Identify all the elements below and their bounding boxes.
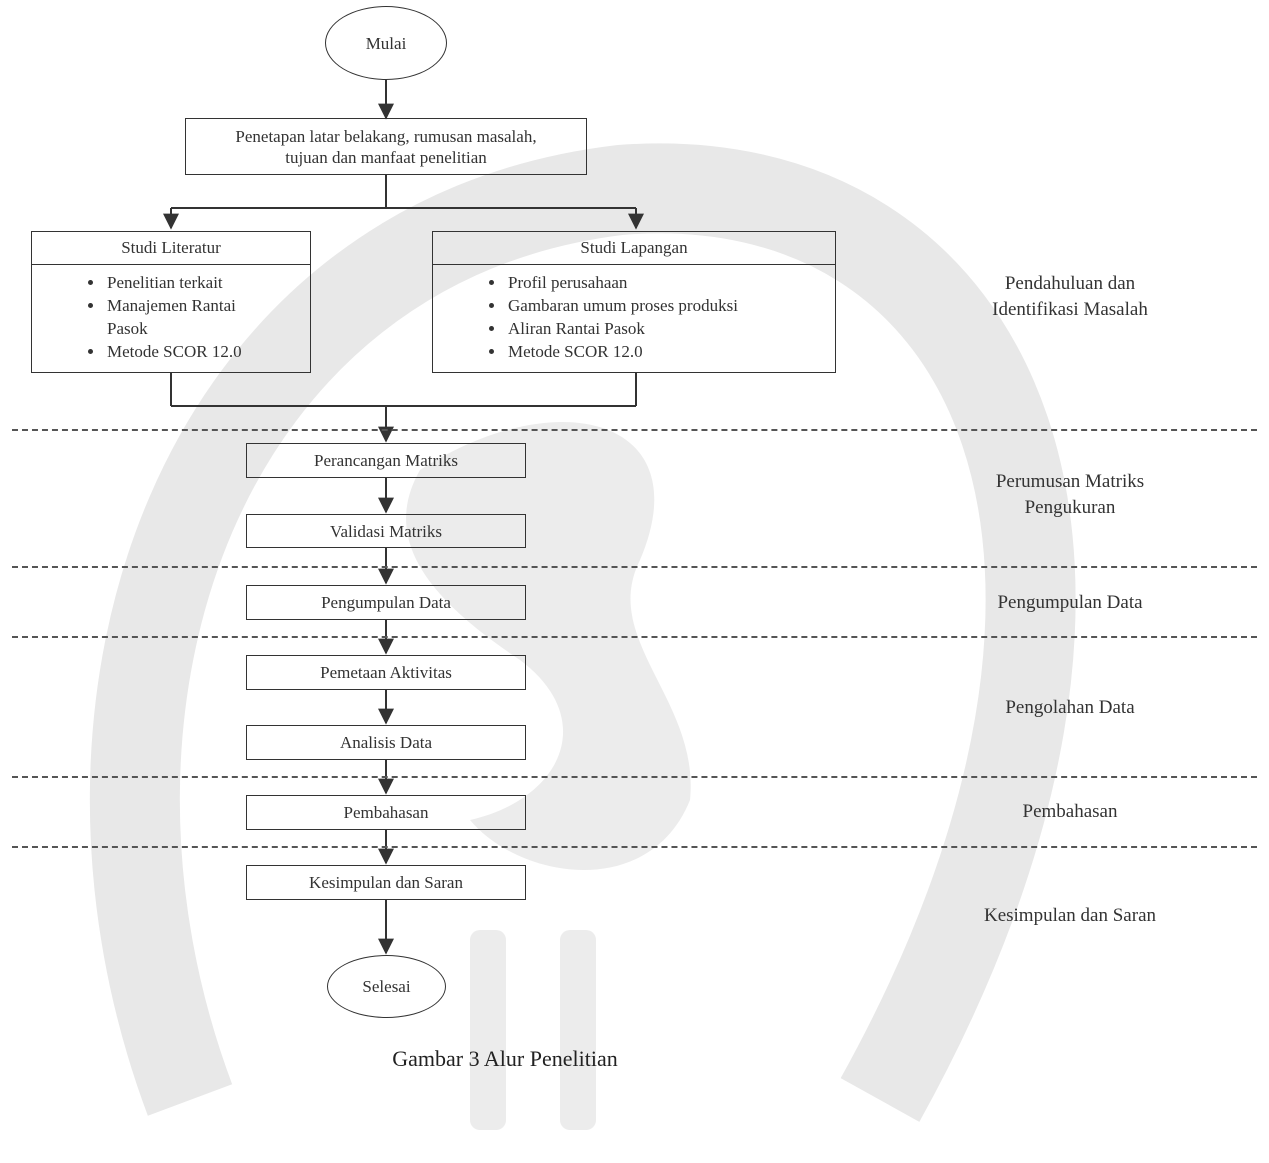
field-study-item: Aliran Rantai Pasok [506,317,835,340]
phase-label-processing: Pengolahan Data [1005,697,1135,718]
phase-matrix-line1: Perumusan Matriks [995,471,1145,492]
field-study-item: Profil perusahaan [506,271,835,294]
phase-divider-1 [12,429,1257,431]
field-study-list: Profil perusahaan Gambaran umum proses p… [433,271,835,363]
figure-caption: Gambar 3 Alur Penelitian [392,1046,618,1071]
discussion-step: Pembahasan [246,795,526,830]
matrix-design-label: Perancangan Matriks [314,451,458,470]
field-study-item: Gambaran umum proses produksi [506,294,835,317]
phase-divider-5 [12,846,1257,848]
phase-label-discussion: Pembahasan [1022,801,1118,822]
literature-study-list: Penelitian terkait Manajemen Rantai Paso… [32,271,310,363]
literature-study-item: Metode SCOR 12.0 [105,340,310,363]
activity-mapping-label: Pemetaan Aktivitas [320,663,452,682]
literature-study-item: Penelitian terkait [105,271,310,294]
end-node: Selesai [327,955,446,1018]
background-label-line1: Penetapan latar belakang, rumusan masala… [235,126,537,146]
start-node: Mulai [325,6,447,80]
data-collection-label: Pengumpulan Data [321,593,451,612]
matrix-validation-step: Validasi Matriks [246,514,526,548]
watermark-arc [89,143,1076,1122]
background-label-line2: tujuan dan manfaat penelitian [285,147,487,167]
data-analysis-label: Analisis Data [339,733,433,752]
data-collection-step: Pengumpulan Data [246,585,526,620]
phase-divider-3 [12,636,1257,638]
end-label: Selesai [362,977,411,996]
phase-intro-line2: Identifikasi Masalah [992,299,1148,320]
watermark-pillar-left [470,930,506,1130]
matrix-design-step: Perancangan Matriks [246,443,526,478]
phase-divider-4 [12,776,1257,778]
phase-intro-line1: Pendahuluan dan [1004,273,1136,294]
phase-label-collection: Pengumpulan Data [997,592,1143,613]
phase-label-conclusion: Kesimpulan dan Saran [983,905,1156,926]
phase-label-matrix: Perumusan Matriks Pengukuran [950,469,1190,521]
phase-matrix-line2: Pengukuran [1024,497,1116,518]
discussion-label: Pembahasan [343,803,429,822]
start-label: Mulai [365,33,407,53]
activity-mapping-step: Pemetaan Aktivitas [246,655,526,690]
literature-study-box: Studi Literatur Penelitian terkait Manaj… [31,231,311,373]
data-analysis-step: Analisis Data [246,725,526,760]
literature-study-item: Manajemen Rantai Pasok [105,294,277,340]
literature-study-title: Studi Literatur [32,232,310,265]
matrix-validation-label: Validasi Matriks [330,521,442,541]
phase-divider-2 [12,566,1257,568]
field-study-box: Studi Lapangan Profil perusahaan Gambara… [432,231,836,373]
phase-label-introduction: Pendahuluan dan Identifikasi Masalah [950,271,1190,323]
conclusion-step: Kesimpulan dan Saran [246,865,526,900]
watermark-pillar-right [560,930,596,1130]
field-study-title: Studi Lapangan [433,232,835,265]
background-step: Penetapan latar belakang, rumusan masala… [185,118,587,175]
conclusion-label: Kesimpulan dan Saran [309,873,463,892]
field-study-item: Metode SCOR 12.0 [506,340,835,363]
watermark-flame [406,421,691,870]
